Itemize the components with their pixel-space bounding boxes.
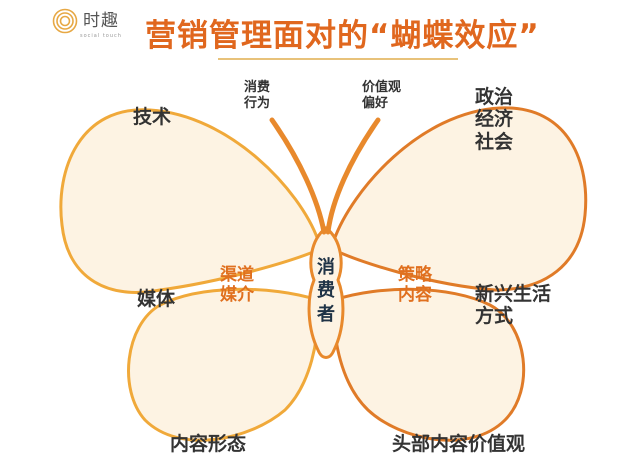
label-line: 渠道 <box>220 265 254 285</box>
right-upper-wing <box>332 106 588 292</box>
title-underline <box>218 58 458 60</box>
label-line: 消费 <box>244 80 271 95</box>
label-line: 偏好 <box>362 96 389 112</box>
label-media: 媒体 <box>137 288 176 310</box>
page-title: 营销管理面对的“蝴蝶效应” <box>145 18 540 54</box>
label-content-form: 内容形态 <box>170 433 247 455</box>
center-char: 者 <box>317 303 335 325</box>
label-line: 经济 <box>475 108 514 131</box>
center-char: 费 <box>317 280 335 302</box>
center-char: 消 <box>317 257 335 278</box>
label-channel-media: 渠道 媒介 <box>220 265 254 305</box>
left-upper-wing <box>59 108 320 294</box>
label-line: 新兴生活 <box>475 283 552 305</box>
label-line: 价值观 <box>362 80 402 95</box>
antenna-label-value-preference: 价值观 偏好 <box>362 80 401 113</box>
label-head-content-values: 头部内容价值观 <box>392 433 526 455</box>
left-lower-wing <box>127 287 320 442</box>
logo-subtext: social touch <box>80 33 122 39</box>
brand-logo: 时趣 <box>52 8 119 34</box>
label-politics-economy-society: 政治 经济 社会 <box>475 86 513 153</box>
label-technology: 技术 <box>133 106 172 128</box>
label-line: 策略 <box>398 265 432 285</box>
label-new-lifestyle: 新兴生活 方式 <box>475 283 551 328</box>
consumer-center-label: 消 费 者 <box>314 256 338 326</box>
label-line: 内容 <box>398 285 432 306</box>
label-line: 方式 <box>475 305 514 328</box>
label-line: 媒介 <box>220 285 254 306</box>
antenna-right <box>325 117 381 235</box>
logo-text: 时趣 <box>83 10 119 31</box>
right-lower-wing <box>332 287 526 442</box>
label-line: 行为 <box>244 96 271 112</box>
antenna-label-consumer-behavior: 消费 行为 <box>244 80 270 113</box>
label-strategy-content: 策略 内容 <box>398 265 432 305</box>
concentric-circles-icon <box>52 8 78 34</box>
label-line: 政治 <box>475 86 514 108</box>
label-line: 社会 <box>475 130 514 153</box>
antenna-left <box>269 117 327 235</box>
butterfly-body <box>307 226 345 359</box>
